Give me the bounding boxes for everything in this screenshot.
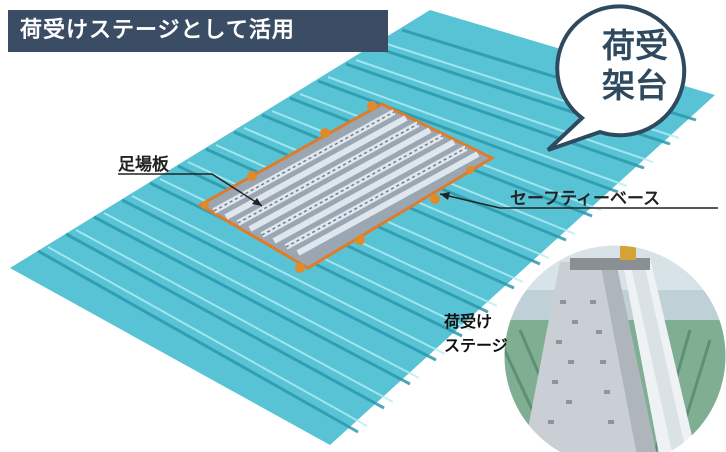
leader-lines — [118, 173, 718, 209]
safety-base-label: セーフティーベース — [510, 189, 661, 209]
speech-bubble — [546, 4, 687, 152]
stage-photo — [501, 242, 726, 452]
stage-label-line-1: 荷受け — [444, 312, 493, 331]
scaffold-board-label: 足場板 — [118, 155, 169, 175]
bubble-line-2: 架台 — [602, 66, 668, 105]
stage-label: 荷受け ステージ — [444, 310, 508, 358]
bubble-label: 荷受 架台 — [575, 26, 695, 106]
stage-label-line-2: ステージ — [444, 336, 508, 355]
bubble-line-1: 荷受 — [602, 26, 668, 65]
page-title: 荷受けステージとして活用 — [8, 10, 388, 52]
